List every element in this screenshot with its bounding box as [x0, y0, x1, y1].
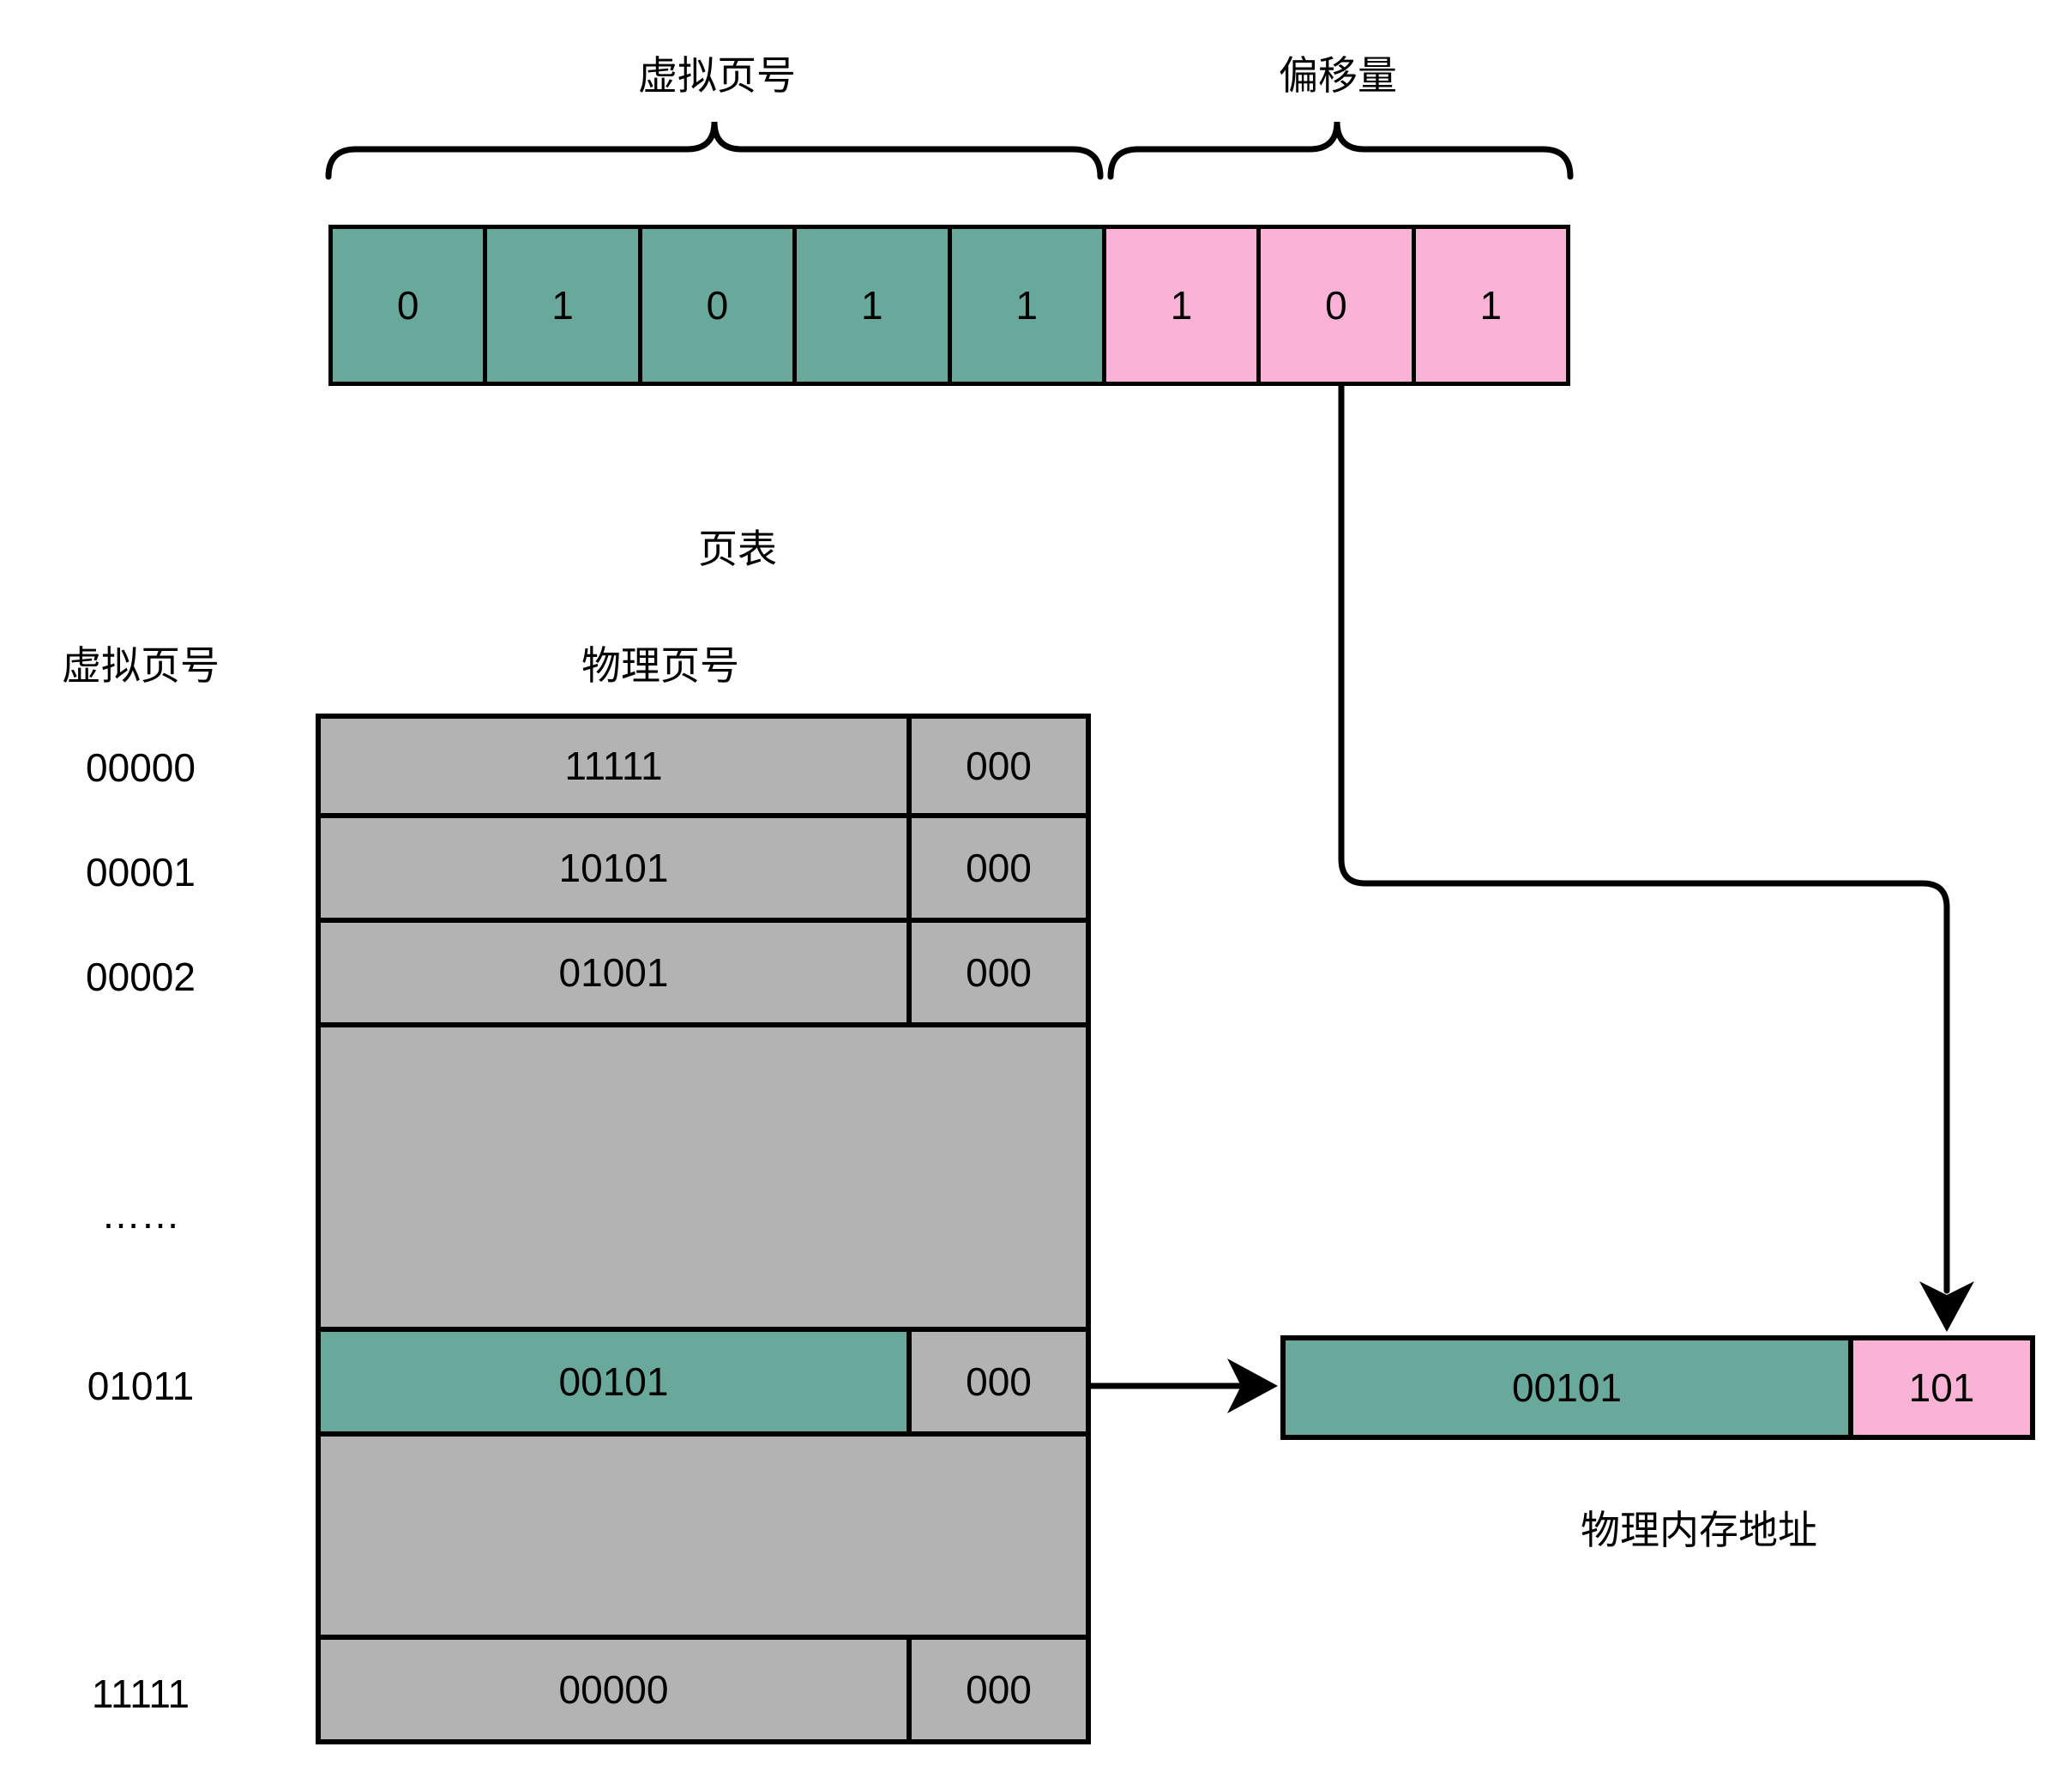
offset-fill-cell: 000 — [966, 1359, 1032, 1404]
physical-offset-cell: 101 — [1853, 1340, 2030, 1435]
vpn-brace — [325, 121, 1104, 180]
virtual-address-bit-row: 0 1 0 1 1 1 0 1 — [328, 225, 1570, 386]
offset-bit-cell: 1 — [1411, 229, 1566, 382]
row-label-vpn: 00001 — [86, 850, 196, 894]
offset-fill-cell: 000 — [966, 846, 1032, 890]
label-physical-memory-address: 物理内存地址 — [1581, 1508, 1817, 1552]
row-label-vpn: 00002 — [86, 955, 196, 999]
vpn-bit-cell: 1 — [792, 229, 948, 382]
label-offset-top: 偏移量 — [1279, 53, 1397, 98]
page-table-row: 00000 000 — [316, 1640, 1091, 1744]
page-table-row: 11111 000 — [316, 714, 1091, 818]
vpn-bit-cell: 1 — [483, 229, 638, 382]
offset-fill-cell: 000 — [966, 950, 1032, 995]
vpn-bit-cell: 0 — [333, 229, 484, 382]
page-table-title: 页表 — [698, 527, 777, 571]
offset-brace — [1107, 121, 1574, 180]
ppn-cell-highlighted: 00101 — [321, 1332, 912, 1431]
offset-fill-cell: 000 — [966, 1667, 1032, 1712]
row-label-vpn: 00000 — [86, 745, 196, 790]
page-table-row-highlighted: 00101 000 — [316, 1332, 1091, 1437]
ppn-cell: 10101 — [321, 818, 912, 918]
physical-address-box: 00101 101 — [1280, 1335, 2035, 1440]
offset-bit-cell: 1 — [1101, 229, 1257, 382]
ppn-cell: 00000 — [321, 1640, 912, 1739]
offset-bit-cell: 0 — [1256, 229, 1412, 382]
ppn-arrowhead-icon — [1227, 1358, 1278, 1413]
physical-ppn-cell: 00101 — [1286, 1340, 1853, 1435]
offset-to-physical-connector — [1338, 382, 1950, 1294]
page-table-gap-region — [316, 1437, 1091, 1640]
page-table-row: 01001 000 — [316, 923, 1091, 1027]
ppn-cell: 11111 — [321, 719, 912, 813]
vpn-bit-cell: 0 — [637, 229, 793, 382]
row-label-vpn: 01011 — [87, 1364, 195, 1408]
page-table-row: 10101 000 — [316, 818, 1091, 923]
page-table: 11111 000 10101 000 01001 000 00101 000 … — [316, 714, 1091, 1744]
offset-fill-cell: 000 — [966, 744, 1032, 788]
column-header-physical-page-number: 物理页号 — [581, 643, 739, 688]
page-table-gap-region — [316, 1027, 1091, 1332]
row-label-vpn: 11111 — [91, 1672, 190, 1716]
vpn-bit-cell: 1 — [947, 229, 1102, 382]
ppn-cell: 01001 — [321, 923, 912, 1022]
offset-arrowhead-icon — [1919, 1281, 1974, 1332]
row-label-ellipsis: …… — [101, 1192, 180, 1237]
column-header-virtual-page-number: 虚拟页号 — [62, 643, 220, 688]
label-virtual-page-number-top: 虚拟页号 — [638, 53, 796, 98]
